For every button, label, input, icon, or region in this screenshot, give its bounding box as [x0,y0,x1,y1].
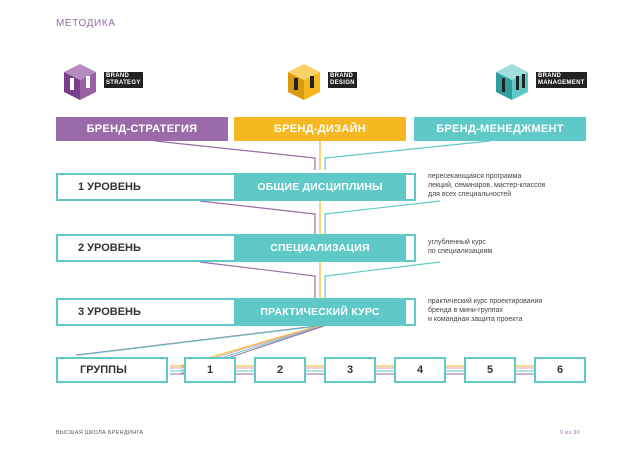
level-2-center: СПЕЦИАЛИЗАЦИЯ [234,234,406,262]
level-3-label: 3 УРОВЕНЬ [78,306,141,318]
group-4: 4 [394,357,446,383]
footer-page-number: 9 из 30 [560,430,580,436]
brand-strategy-cube-icon [64,64,96,100]
group-2: 2 [254,357,306,383]
group-3: 3 [324,357,376,383]
brand-management-cube-icon [496,64,528,100]
level-1-label: 1 УРОВЕНЬ [78,181,141,193]
teal-line [324,140,491,170]
logo-brand-strategy [60,64,100,107]
tab-brand-strategy: БРЕНД-СТРАТЕГИЯ [56,117,228,141]
page-title: МЕТОДИКА [56,18,116,29]
group-6: 6 [534,357,586,383]
groups-label-box: ГРУППЫ [56,357,168,383]
brand-design-cube-icon [288,64,320,100]
groups-label: ГРУППЫ [80,364,127,376]
footer-school: ВЫСШАЯ ШКОЛА БРЕНДИНГА [56,430,144,436]
level-2-label: 2 УРОВЕНЬ [78,242,141,254]
logo-brand-design [284,64,324,107]
level-3-center: ПРАКТИЧЕСКИЙ КУРС [234,298,406,326]
group-1: 1 [184,357,236,383]
tab-brand-design: БРЕНД-ДИЗАЙН [234,117,406,141]
purple-line [154,140,316,170]
group-5: 5 [464,357,516,383]
tab-brand-management: БРЕНД-МЕНЕДЖМЕНТ [414,117,586,141]
logo-brand-management [492,64,532,107]
level-1-center: ОБЩИЕ ДИСЦИПЛИНЫ [234,173,406,201]
